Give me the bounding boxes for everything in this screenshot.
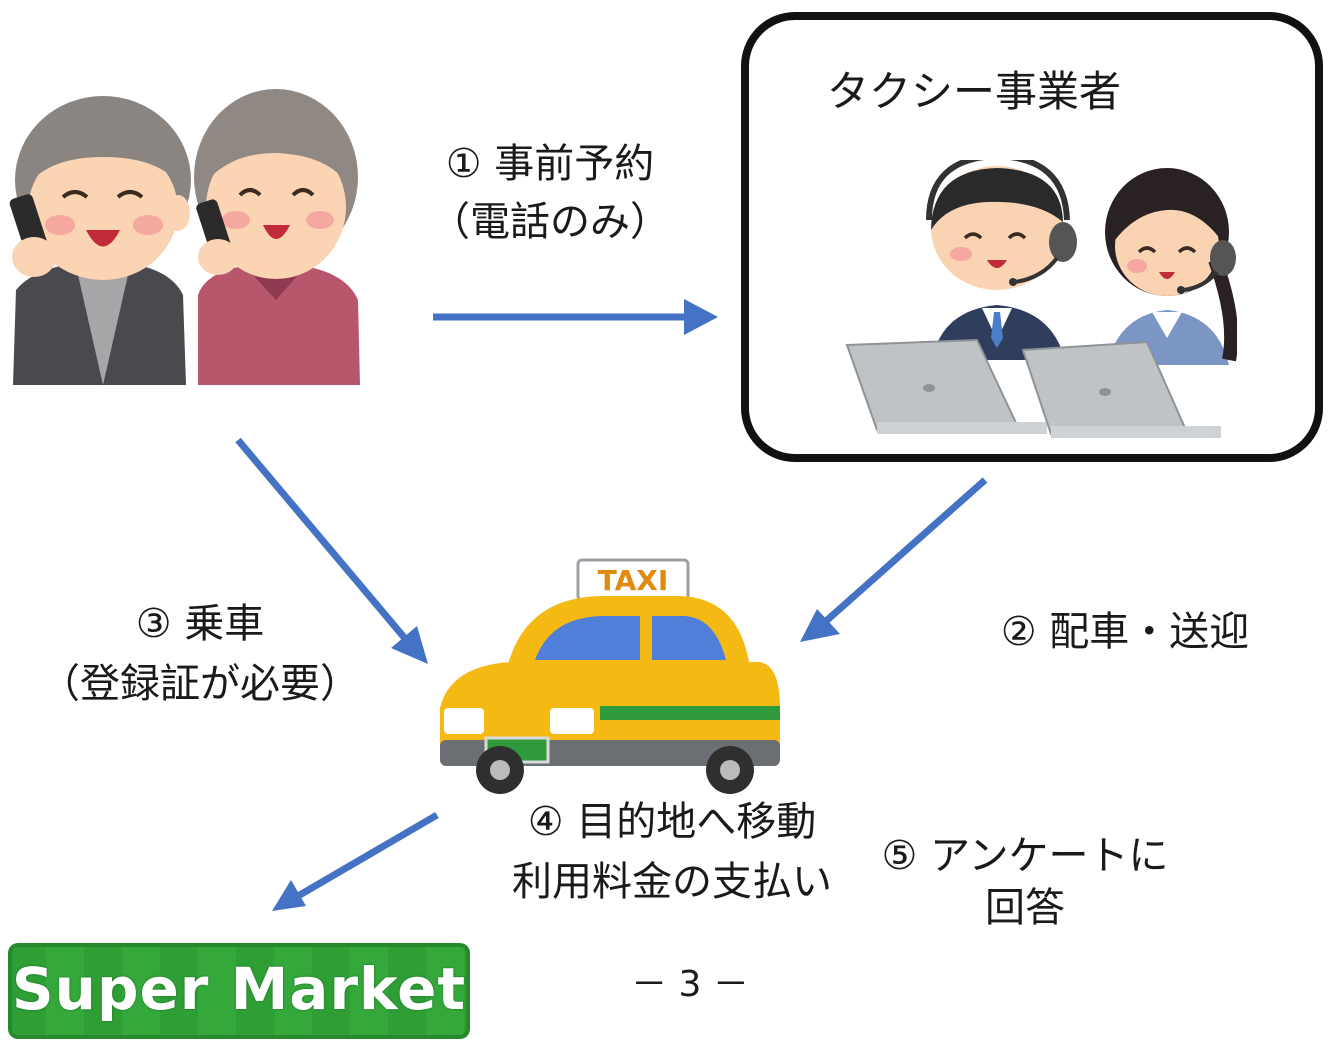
supermarket-sign: Super Market [8,943,470,1039]
arrow-dispatch [822,477,988,625]
step1-label: ① 事前予約 （電話のみ） [420,138,680,248]
step5-title: ⑤ アンケートに [881,833,1169,879]
arrowhead-reservation [684,299,718,335]
supermarket-label: Super Market [11,955,467,1023]
step5-label: ⑤ アンケートに 回答 [860,830,1190,934]
step3-label: ③ 乗車 （登録証が必要） [40,598,360,710]
arrowhead-to-market [272,880,306,911]
arrowhead-dispatch [800,609,840,642]
taxi-operator-title: タクシー事業者 [827,67,1122,116]
taxi-icon: TAXI [440,558,780,794]
step3-title: ③ 乗車 [135,601,265,647]
arrowhead-boarding [391,626,428,664]
arrow-boarding [235,437,411,645]
step4-note: 利用料金の支払い [512,859,832,905]
step1-note: （電話のみ） [430,199,670,245]
page-number: － 3 － [631,964,749,1005]
step4-title: ④ 目的地へ移動 [527,799,817,845]
taxi-operator-box: タクシー事業者 [741,12,1323,462]
taxi-sign: TAXI [598,564,669,597]
step5-note: 回答 [985,885,1065,931]
elderly-couple-phone-icon [9,89,360,385]
arrow-to-market [296,811,439,900]
step4-label: ④ 目的地へ移動 利用料金の支払い [492,796,852,908]
step2-label: ② 配車・送迎 [1000,609,1250,655]
step3-note: （登録証が必要） [40,661,360,707]
step1-title: ① 事前予約 [445,141,655,187]
call-center-operators-icon [845,160,1237,438]
